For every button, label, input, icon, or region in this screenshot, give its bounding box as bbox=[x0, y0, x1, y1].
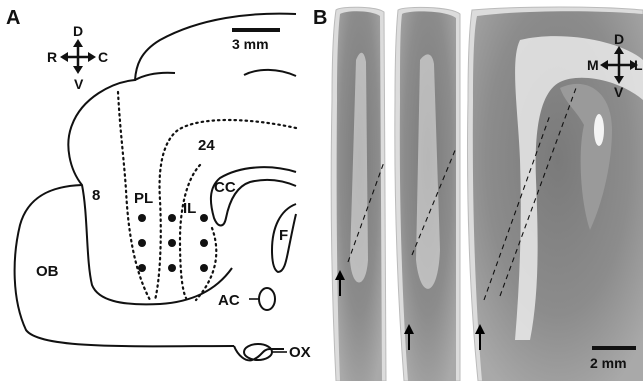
panel-b: B bbox=[313, 7, 643, 381]
panel-a-compass: D V R C bbox=[47, 23, 108, 92]
panel-a: A D V R C 3 mm OX bbox=[6, 7, 311, 361]
panel-a-scale-bar: 3 mm bbox=[232, 30, 280, 52]
recording-site-dot bbox=[168, 214, 176, 222]
ventral-outline bbox=[234, 346, 284, 360]
arrowhead-up-icon bbox=[73, 39, 83, 47]
ob-label: OB bbox=[36, 263, 59, 280]
scale-bar-label: 3 mm bbox=[232, 36, 269, 52]
compass-b-ventral-label: V bbox=[614, 84, 624, 100]
recording-site-dot bbox=[200, 264, 208, 272]
pl-il-boundary bbox=[180, 165, 200, 298]
scale-bar-b-label: 2 mm bbox=[590, 355, 627, 371]
ac-label: AC bbox=[218, 292, 240, 309]
arrowhead-left-icon bbox=[60, 52, 68, 62]
area-8-label: 8 bbox=[92, 187, 100, 204]
il-lower-boundary bbox=[196, 228, 216, 300]
histology-section-2 bbox=[395, 7, 460, 381]
recording-sites bbox=[138, 214, 208, 272]
compass-caudal-label: C bbox=[98, 49, 108, 65]
recording-site-dot bbox=[168, 264, 176, 272]
area-24-label: 24 bbox=[198, 137, 215, 154]
cortex-upper-branch bbox=[135, 73, 175, 80]
recording-site-dot bbox=[138, 239, 146, 247]
panel-b-letter: B bbox=[313, 7, 327, 29]
il-label: IL bbox=[183, 200, 196, 217]
area24-upper-boundary bbox=[155, 120, 296, 300]
histology-section-3 bbox=[467, 7, 643, 381]
compass-b-dorsal-label: D bbox=[614, 31, 624, 47]
panel-a-letter: A bbox=[6, 7, 20, 29]
arrowhead-right-icon bbox=[88, 52, 96, 62]
arrowhead-down-icon bbox=[73, 66, 83, 74]
compass-dorsal-label: D bbox=[73, 23, 83, 39]
recording-site-dot bbox=[200, 239, 208, 247]
corpus-callosum-outline bbox=[211, 167, 296, 225]
recording-site-dot bbox=[138, 214, 146, 222]
cc-label: CC bbox=[214, 179, 236, 196]
recording-site-dot bbox=[200, 214, 208, 222]
ox-label: OX bbox=[289, 344, 311, 361]
compass-b-medial-label: M bbox=[587, 57, 599, 73]
section-3-ventricle bbox=[594, 114, 604, 146]
recording-site-dot bbox=[138, 264, 146, 272]
compass-rostral-label: R bbox=[47, 49, 57, 65]
anterior-commissure-outline bbox=[259, 288, 275, 310]
histology-section-1 bbox=[331, 7, 386, 381]
compass-b-lateral-label: L bbox=[634, 57, 643, 73]
recording-site-dot bbox=[168, 239, 176, 247]
pl-label: PL bbox=[134, 190, 153, 207]
sulcus-line bbox=[244, 70, 296, 76]
f-label: F bbox=[279, 227, 288, 244]
compass-ventral-label: V bbox=[74, 76, 84, 92]
